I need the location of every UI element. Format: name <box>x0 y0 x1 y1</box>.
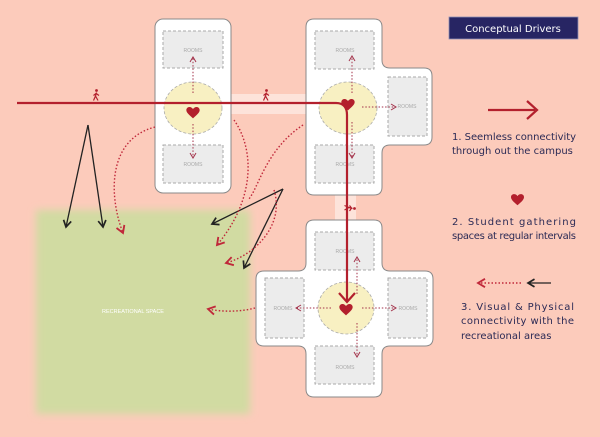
room-label: ROOMS <box>398 104 418 110</box>
legend-item-1-line-2: through out the campus <box>452 146 573 157</box>
room-label: ROOMS <box>336 249 356 255</box>
room-label: ROOMS <box>399 306 419 312</box>
gathering-hub <box>163 81 223 135</box>
legend: Conceptual Drivers 1. Seemless connectiv… <box>448 16 579 342</box>
room-label: ROOMS <box>184 162 204 168</box>
legend-item-1-line-1: 1. Seemless connectivity <box>452 132 576 143</box>
room-label: ROOMS <box>336 48 356 54</box>
room <box>314 231 375 271</box>
recreational-space-label: RECREATIONAL SPACE <box>102 309 164 315</box>
recreational-space: RECREATIONAL SPACE <box>36 210 250 414</box>
main-circulation-path <box>17 101 349 302</box>
room-label: ROOMS <box>336 365 356 371</box>
legend-item-3-line-2: connectivity with the <box>461 316 574 327</box>
heart-icon <box>511 194 524 206</box>
building-c: ROOMS ROOMS ROOMS ROOMS <box>255 219 434 398</box>
physical-connectivity-arrows <box>113 119 304 316</box>
room-label: ROOMS <box>184 48 204 54</box>
building-b: ROOMS ROOMS ROOMS <box>305 18 433 196</box>
pedestrian-icon <box>92 89 100 101</box>
building-a: ROOMS ROOMS <box>154 18 232 194</box>
legend-title: Conceptual Drivers <box>465 24 561 35</box>
path-arrowhead <box>338 292 356 304</box>
room <box>314 30 375 70</box>
visual-connectivity-arrows <box>62 124 284 270</box>
room <box>314 144 375 184</box>
room-label: ROOMS <box>336 162 356 168</box>
legend-item-2-line-1: 2. Student gathering <box>452 217 576 228</box>
room <box>314 345 375 385</box>
legend-title-box <box>448 16 579 40</box>
room-label: ROOMS <box>274 306 294 312</box>
legend-item-3-line-3: recreational areas <box>461 331 551 342</box>
legend-item-3-line-1: 3. Visual & Physical <box>461 302 574 313</box>
bridge-b-c <box>335 194 356 222</box>
legend-item-2-line-2: spaces at regular intervals <box>452 231 576 242</box>
red-arrow-head <box>526 100 539 120</box>
